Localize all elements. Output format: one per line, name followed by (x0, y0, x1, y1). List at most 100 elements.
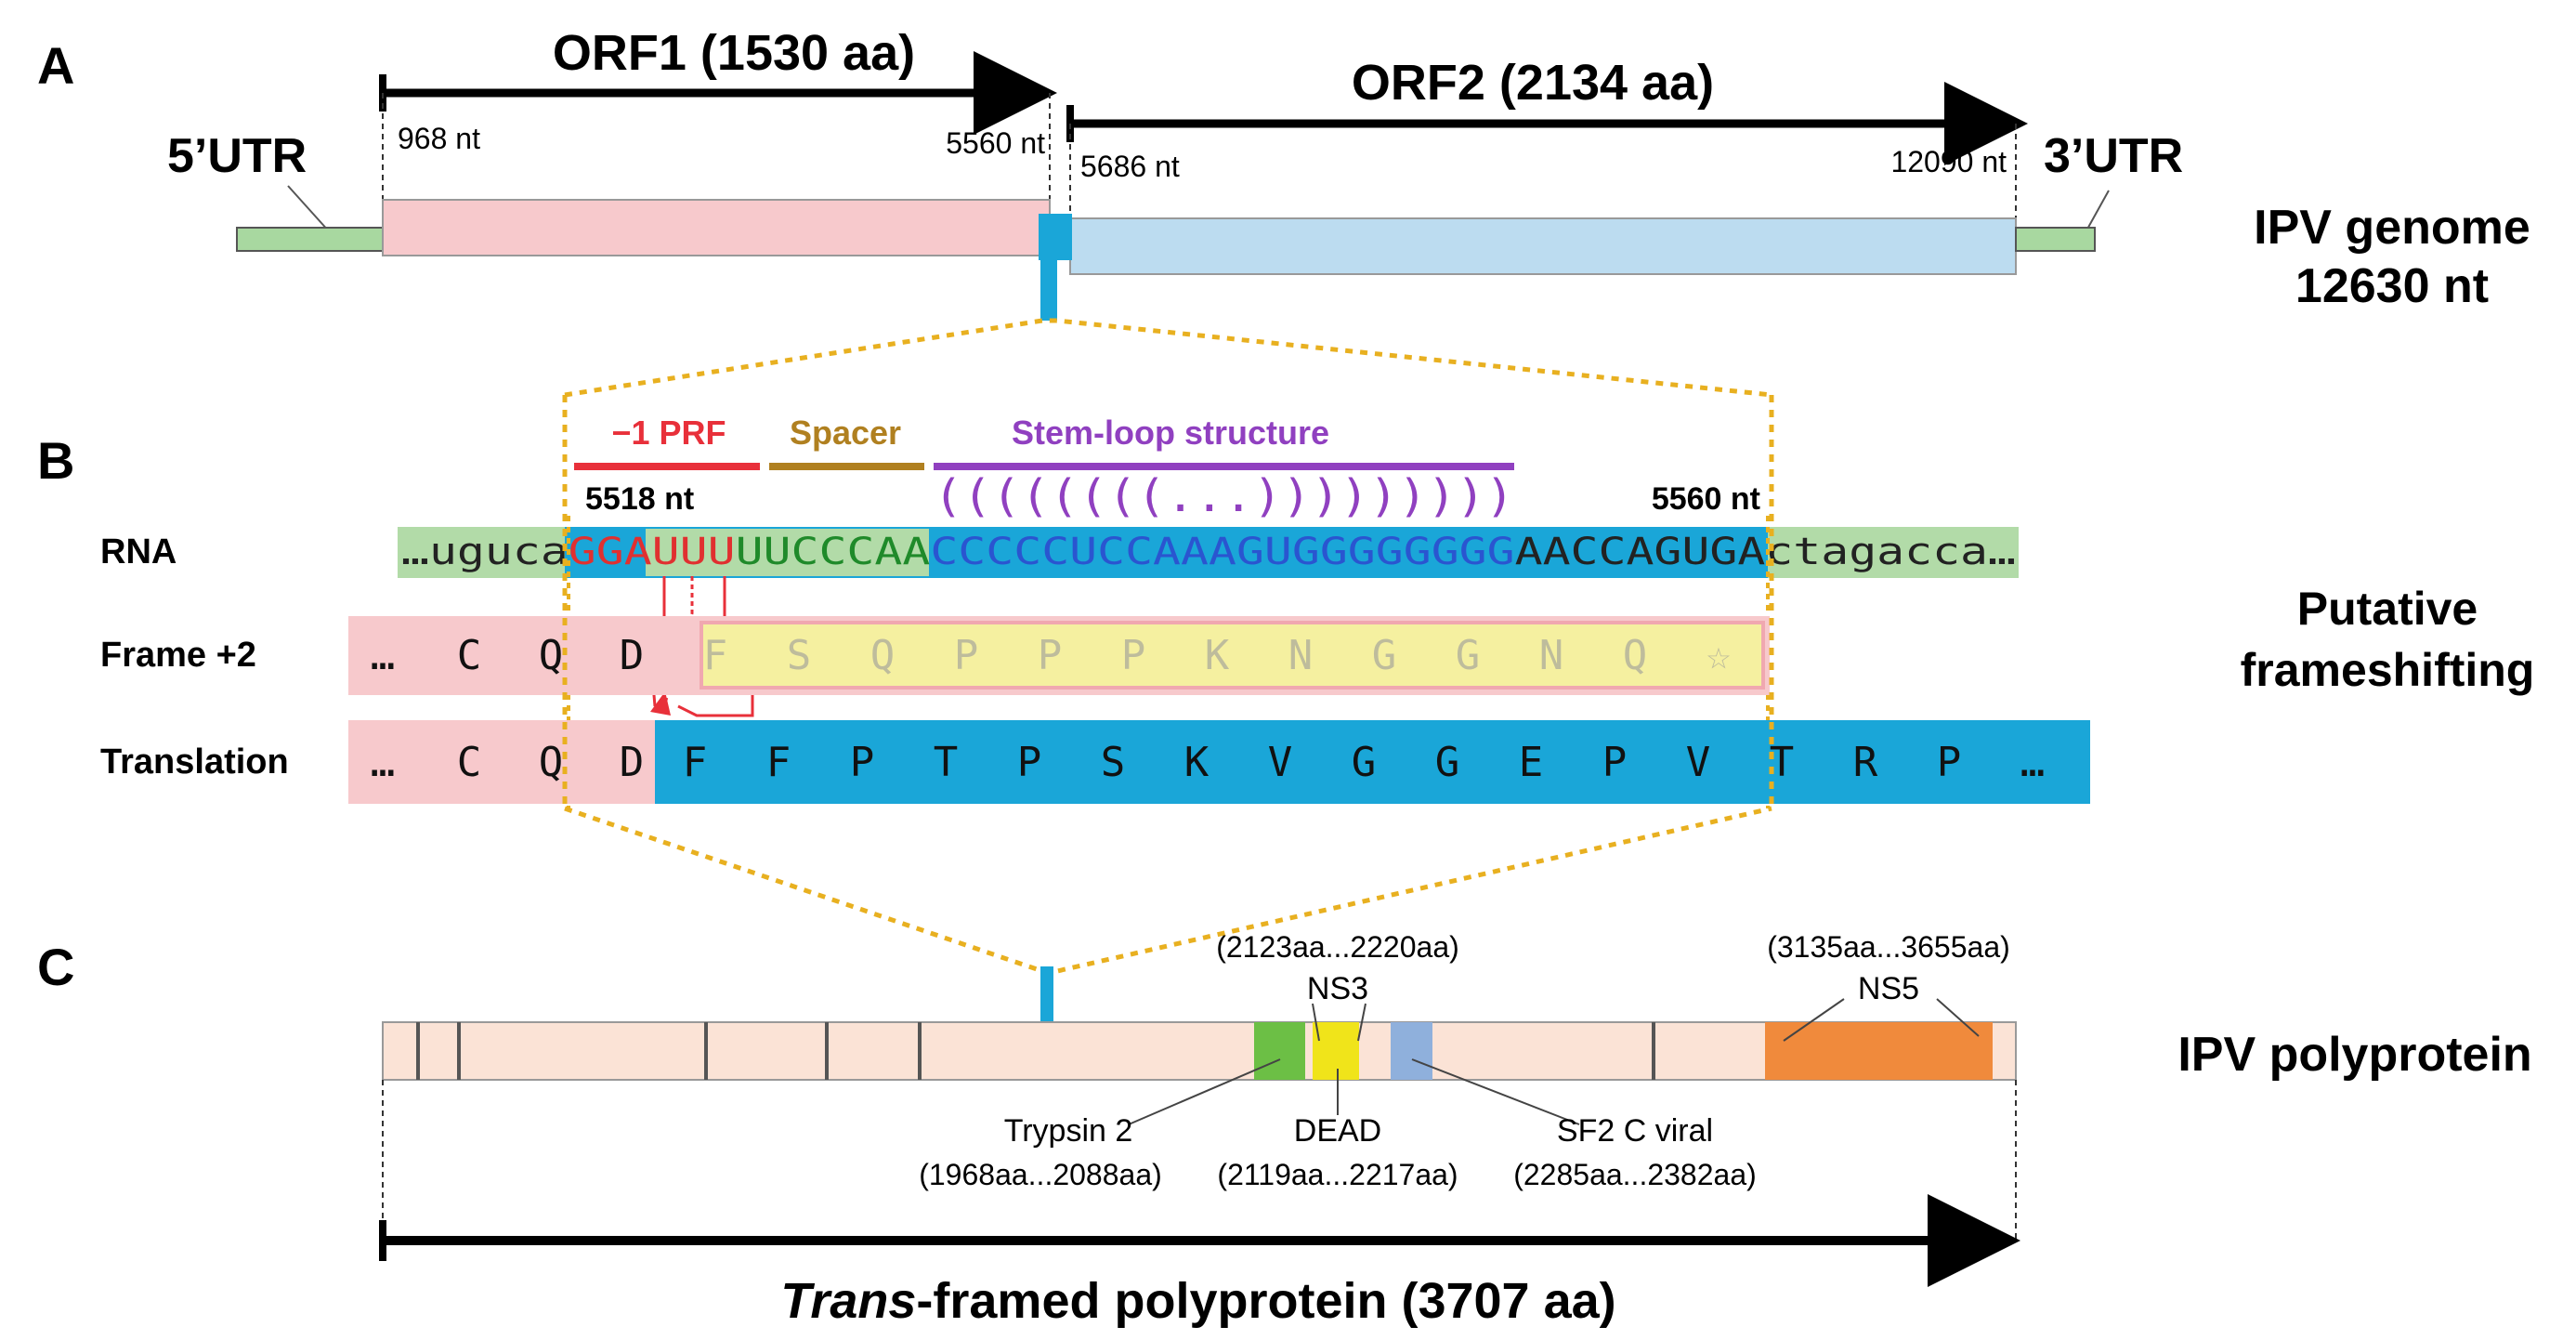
frameshift-site-stem (1040, 260, 1057, 321)
trypsin-label: Trypsin 2 (1004, 1113, 1133, 1149)
residue: F (766, 739, 791, 786)
dead-range: (2119aa...2217aa) (1217, 1158, 1458, 1191)
polyprotein-bar (382, 1021, 2017, 1081)
residue: S (787, 632, 812, 679)
residue: P (1937, 739, 1962, 786)
polyprotein-cleavage-ticks (416, 1022, 1655, 1080)
genome-side-label-1: IPV genome (2254, 201, 2530, 255)
orf2-bar (1069, 217, 2017, 275)
panel-label-b: B (37, 431, 74, 490)
orf2-start-pos: 5686 nt (1080, 150, 1180, 183)
residue: F (703, 632, 728, 679)
residue: P (1017, 739, 1042, 786)
residue: R (1853, 739, 1878, 786)
translation-cyan-background (655, 720, 2090, 804)
zoom-lines-bottom (564, 806, 1772, 974)
polyprotein-title: Trans-framed polyprotein (3707 aa) (780, 1273, 1615, 1329)
sf2-range: (2285aa...2382aa) (1513, 1158, 1757, 1191)
orf2-end-pos: 12090 nt (1890, 145, 2007, 178)
residue: V (1686, 739, 1711, 786)
utr3-leader (2085, 190, 2110, 233)
pos-start-label: 5518 nt (585, 481, 694, 517)
pos-end-label: 5560 nt (1652, 481, 1760, 517)
residue: S (1101, 739, 1126, 786)
utr3-label: 3’UTR (2044, 129, 2183, 183)
residue-lead: Q (539, 632, 564, 679)
translation-row-label: Translation (100, 742, 289, 782)
stemloop-structure: ((((((((...))))))))) (934, 470, 1514, 522)
residue: K (1205, 632, 1230, 679)
panel-label-c: C (37, 938, 74, 996)
polyprotein-title-rest: -framed polyprotein (3707 aa) (916, 1273, 1615, 1329)
orf1-end-pos: 5560 nt (946, 126, 1045, 160)
dead-domain (1313, 1022, 1359, 1080)
residue: P (1121, 632, 1146, 679)
frame-yellow-box (700, 621, 1765, 690)
genome-side-label-2: 12630 nt (2295, 259, 2489, 313)
ns5-label: NS5 (1858, 971, 1919, 1006)
residue: Q (1623, 632, 1648, 679)
residue: G (1435, 739, 1460, 786)
spacer-label: Spacer (790, 414, 901, 452)
residue: V (1268, 739, 1293, 786)
residue: P (1602, 739, 1628, 786)
residue-lead: … (371, 632, 396, 679)
residue: P (1038, 632, 1063, 679)
residue: G (1372, 632, 1397, 679)
residue-lead: C (457, 739, 482, 786)
rna-segment: CCCCCUCCAAAGUGGGGGGGG (930, 531, 1514, 573)
rna-segment: AACCAGUGA (1515, 531, 1766, 573)
ns3-range: (2123aa...2220aa) (1216, 930, 1459, 964)
trypsin-range: (1968aa...2088aa) (919, 1158, 1162, 1191)
translation-pink-background (348, 720, 655, 804)
sf2-domain (1391, 1022, 1432, 1080)
polyprotein-leaders (1128, 998, 1980, 1125)
utr3-bar (2015, 227, 2096, 252)
zoom-lines-top (564, 318, 1772, 398)
frameshift-arrow-head (650, 691, 671, 716)
residue: E (1519, 739, 1544, 786)
polyprotein-frameshift-marker (1040, 966, 1053, 1022)
residue: G (1352, 739, 1377, 786)
prf-label: −1 PRF (611, 414, 726, 452)
panel-label-a: A (37, 36, 74, 95)
ns3-label: NS3 (1307, 971, 1368, 1006)
residue: G (1456, 632, 1481, 679)
orf1-title: ORF1 (1530 aa) (553, 25, 915, 81)
frame-row-label: Frame +2 (100, 636, 256, 675)
ns5-range: (3135aa...3655aa) (1767, 930, 2010, 964)
polyprotein-title-italic: Trans (780, 1273, 916, 1329)
rna-green-highlight (646, 529, 929, 576)
orf1-start-pos: 968 nt (398, 122, 480, 155)
ns5-domain (1765, 1022, 1993, 1080)
rna-segment: UUCCCAA (736, 531, 931, 573)
residue: ☆ (1706, 632, 1732, 679)
utr5-leader (287, 185, 331, 233)
frameshift-site-marker (1039, 214, 1072, 260)
residue-lead: D (620, 739, 645, 786)
residue: N (1288, 632, 1314, 679)
residue-lead: C (457, 632, 482, 679)
residue: P (954, 632, 979, 679)
rna-segment: GGAUUU (569, 531, 736, 573)
residue: F (683, 739, 708, 786)
frameshift-side-label-1: Putative (2297, 583, 2478, 635)
frameshift-side-label-2: frameshifting (2241, 644, 2535, 696)
residue: T (934, 739, 959, 786)
residue: … (2020, 739, 2046, 786)
residue: K (1184, 739, 1210, 786)
rna-segment: …uguca (401, 531, 569, 573)
residue-lead: Q (539, 739, 564, 786)
sf2-label: SF2 C viral (1557, 1113, 1713, 1149)
orf2-title: ORF2 (2134 aa) (1352, 55, 1714, 111)
rna-segment: ctagacca… (1765, 531, 2016, 573)
residue: P (850, 739, 875, 786)
residue: Q (870, 632, 896, 679)
dead-label: DEAD (1294, 1113, 1381, 1149)
trypsin-domain (1254, 1022, 1305, 1080)
